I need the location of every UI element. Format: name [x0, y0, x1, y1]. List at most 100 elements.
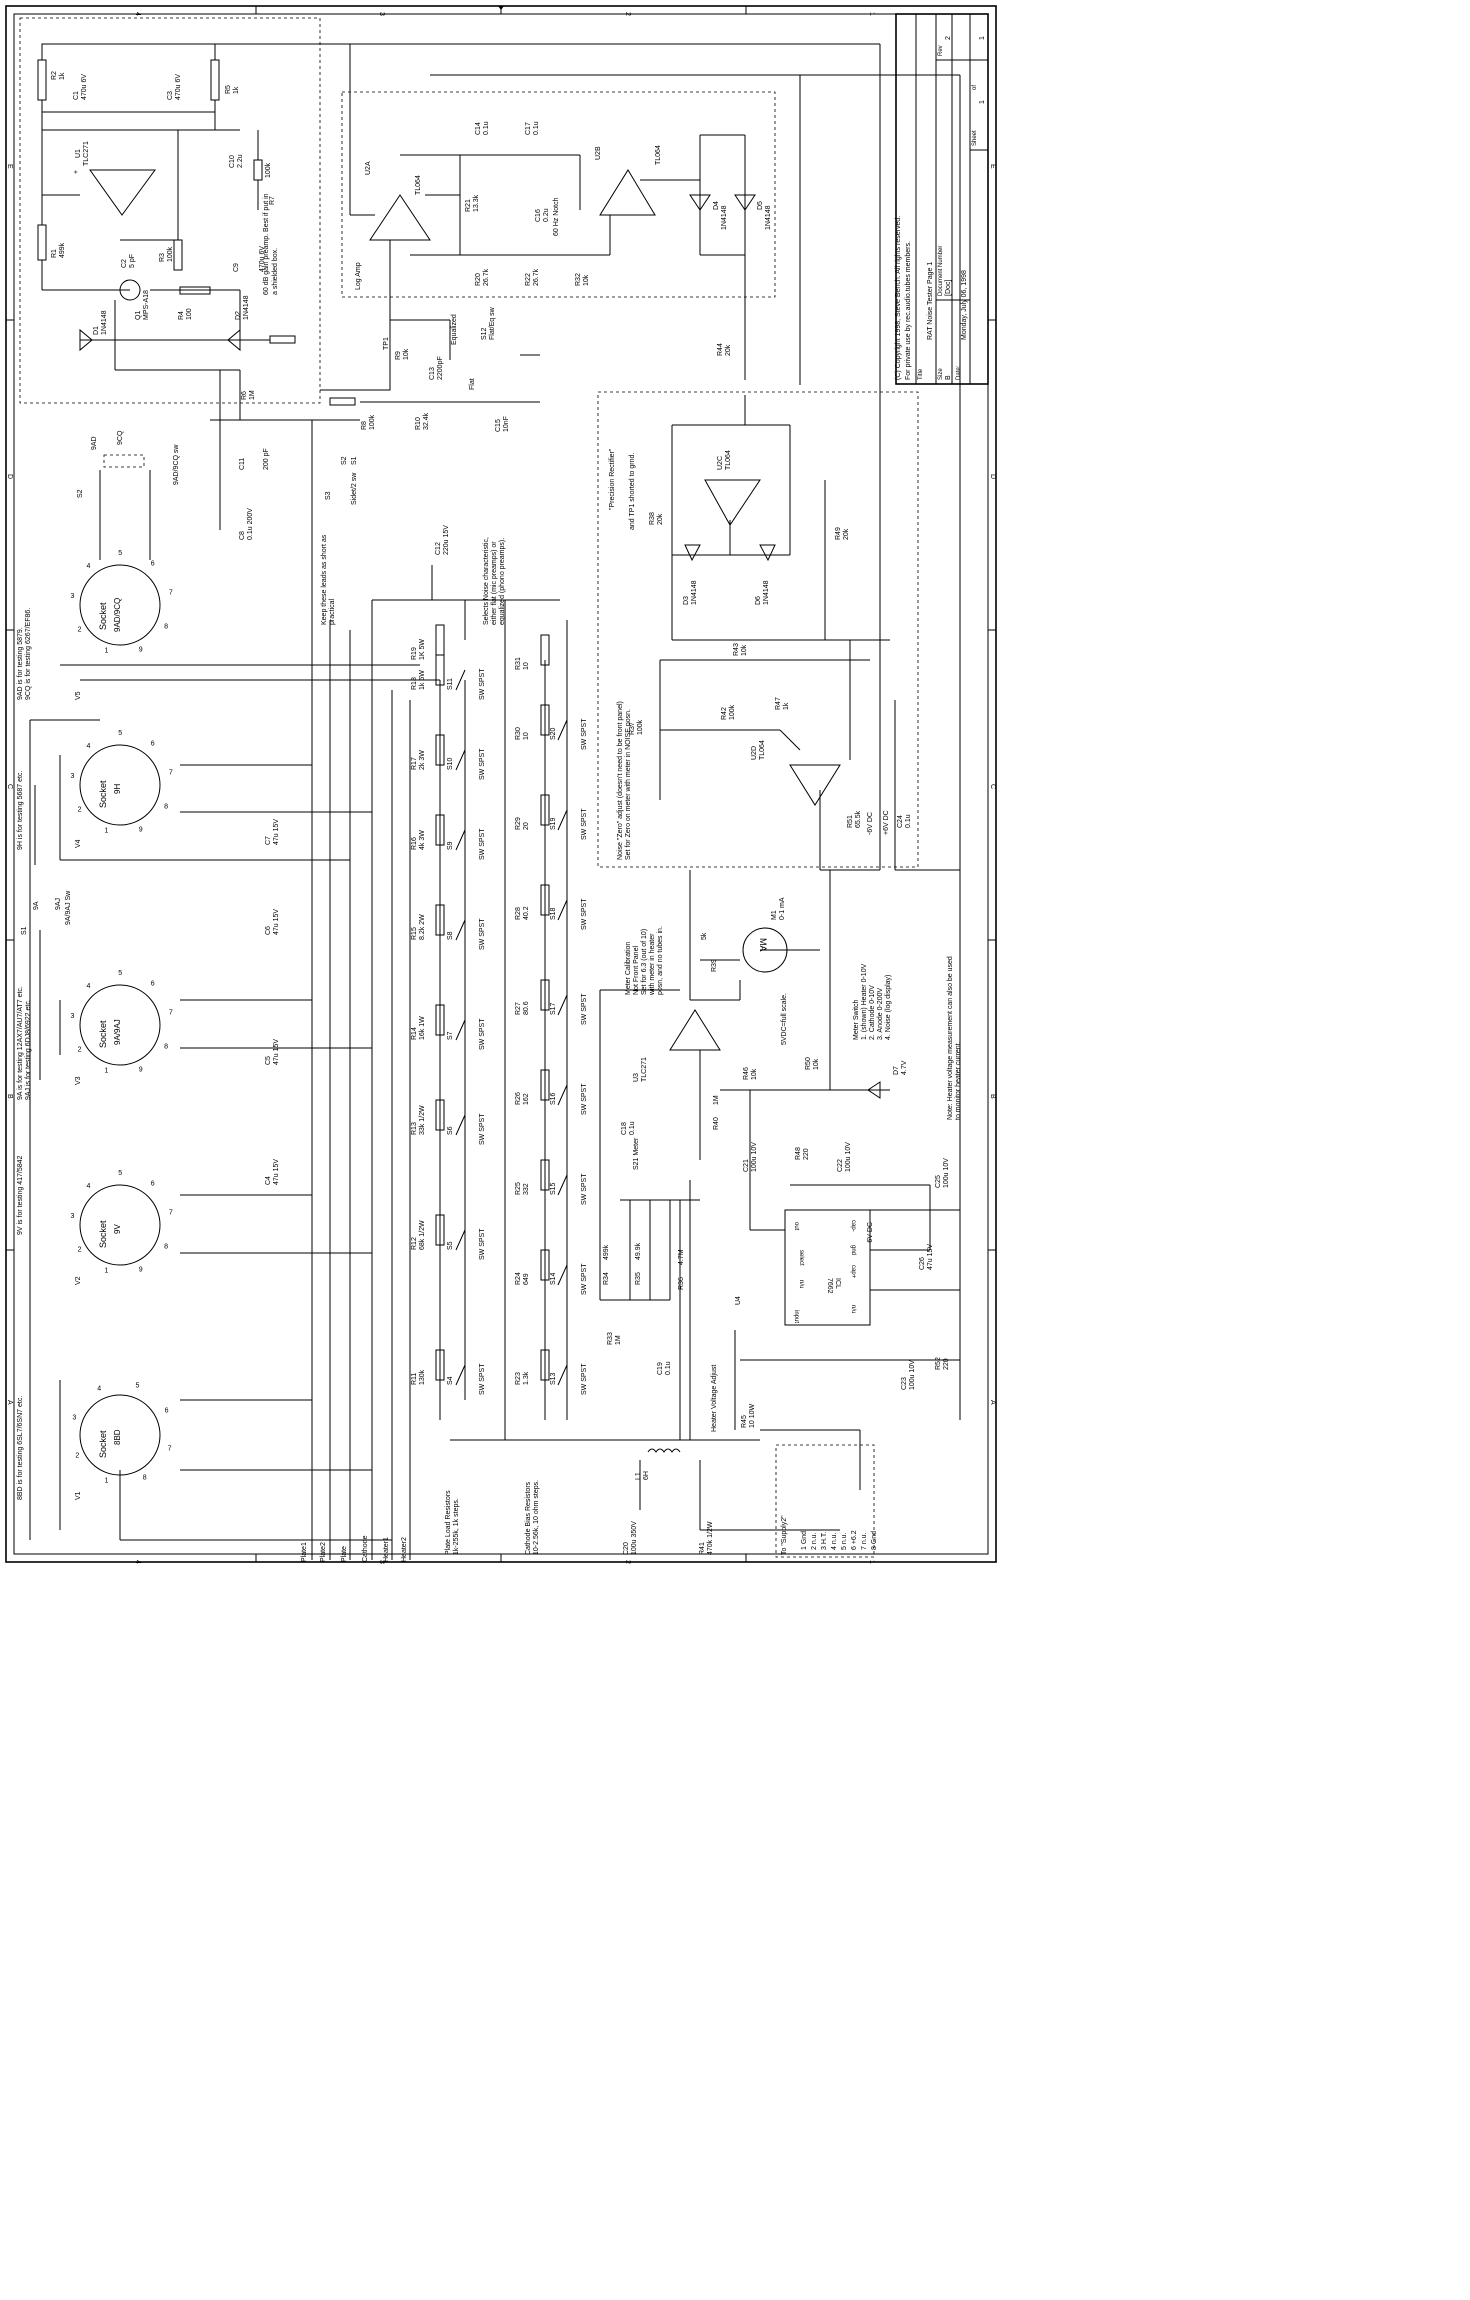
row-label-right: C — [989, 784, 996, 789]
u1-ref: U1 — [75, 149, 82, 158]
socket-note: 9AJ is for testing 6DJ8/6922 etc. — [25, 999, 32, 1100]
supply-connector-box — [775, 1444, 875, 1558]
socket-pin-number: 4 — [87, 1183, 91, 1190]
svg-text:R39: R39 — [711, 959, 718, 972]
svg-text:-6V DC: -6V DC — [867, 812, 874, 835]
resistor-value: 10 — [523, 662, 530, 670]
svg-text:equalized (phono preamps).: equalized (phono preamps). — [499, 538, 506, 625]
resistor-plate — [435, 1099, 445, 1131]
svg-text:499k: 499k — [603, 1244, 610, 1260]
svg-text:C23: C23 — [901, 1377, 908, 1390]
svg-text:1N4148: 1N4148 — [721, 205, 728, 230]
svg-text:0.1u: 0.1u — [629, 1121, 636, 1135]
resistor-value: 20 — [523, 822, 530, 830]
svg-text:2 n.u.: 2 n.u. — [811, 1532, 818, 1550]
socket-pin-number: 6 — [151, 1181, 155, 1188]
resistor-ref: R11 — [411, 1373, 418, 1385]
row-label-right: D — [989, 474, 996, 479]
svg-text:Selects Noise characteristic,: Selects Noise characteristic, — [483, 537, 490, 625]
neg6-label: -6V DC — [867, 1222, 874, 1245]
svg-text:2. Cathode 0-10V: 2. Cathode 0-10V — [869, 985, 876, 1040]
svg-text:1k: 1k — [59, 72, 66, 80]
doc-label: Document Number — [938, 246, 944, 296]
svg-text:0.1u 200V: 0.1u 200V — [247, 508, 254, 540]
svg-text:input: input — [793, 1310, 799, 1323]
svg-text:posn, and no tubes in.: posn, and no tubes in. — [657, 926, 664, 995]
resistor-value: 2k 3W — [419, 750, 426, 770]
meter-switch-title: Meter Switch — [853, 999, 860, 1040]
resistor-ref: R15 — [411, 927, 418, 940]
svg-text:0.2u: 0.2u — [543, 208, 550, 222]
switch-type: SW SPST — [479, 1113, 486, 1145]
s21-label: S21 Meter — [633, 1137, 640, 1170]
diode-d6 — [759, 544, 776, 562]
svg-text:C4: C4 — [265, 1176, 272, 1185]
of-label: of — [972, 85, 978, 90]
svg-text:5 pF: 5 pF — [129, 254, 136, 268]
svg-text:4 n.u.: 4 n.u. — [831, 1532, 838, 1550]
svg-text:0-1 mA: 0-1 mA — [779, 897, 786, 920]
svg-text:R44: R44 — [717, 343, 724, 356]
zone-label-top: 2 — [624, 12, 631, 16]
sheet-title: RAT Noise Tester Page 1 — [927, 262, 934, 340]
svg-text:+: + — [73, 170, 80, 174]
svg-text:S2: S2 — [77, 489, 84, 498]
svg-text:1k: 1k — [783, 702, 790, 710]
svg-text:R34: R34 — [603, 1272, 610, 1285]
preamp-label-2: a shielded box. — [272, 248, 279, 295]
svg-text:C5: C5 — [265, 1056, 272, 1065]
size-value: B — [945, 375, 952, 380]
switch-type: SW SPST — [479, 828, 486, 860]
pos6-label: +6V DC — [883, 810, 890, 835]
tube-socket-v1 — [79, 1394, 161, 1476]
svg-text:TL064: TL064 — [655, 145, 662, 165]
svg-text:R46: R46 — [743, 1067, 750, 1080]
resistor-r2 — [37, 59, 47, 101]
log-amp-section: Log Amp U2A TL064 U2B TL064 C14 0.1u C17… — [355, 121, 772, 290]
date-value: Monday, July 06, 1998 — [961, 270, 968, 340]
resistor-r1 — [37, 224, 47, 261]
svg-text:10k: 10k — [583, 274, 590, 286]
zone-label-bottom: 1 — [868, 1560, 875, 1564]
title-block: (C) Copyright 1998, Steve Bench. All rig… — [895, 13, 989, 385]
rectifier-label: "Precision Rectifier" — [609, 448, 616, 510]
sheet-total: 1 — [979, 36, 986, 40]
svg-text:220u 15V: 220u 15V — [443, 525, 450, 555]
keep-leads-note: Keep these leads as short as — [321, 534, 328, 625]
svg-text:220: 220 — [943, 1358, 950, 1370]
switch-type: SW SPST — [479, 748, 486, 780]
svg-text:Plate Load Resistors: Plate Load Resistors — [445, 1490, 452, 1555]
switch-type: SW SPST — [479, 1228, 486, 1260]
svg-text:1N4148: 1N4148 — [243, 295, 250, 320]
doc-number: [Doc] — [945, 280, 952, 296]
tube-socket-v4 — [79, 744, 161, 826]
resistor-cathode — [540, 1349, 550, 1381]
socket-pin-number: 1 — [105, 1068, 109, 1075]
resistor-plate — [435, 814, 445, 846]
resistor-plate — [435, 904, 445, 936]
q1-ref: Q1 — [135, 311, 142, 320]
svg-text:TL064: TL064 — [725, 450, 732, 470]
svg-text:Socket: Socket — [98, 780, 108, 808]
svg-text:C16: C16 — [535, 209, 542, 222]
svg-text:V2: V2 — [75, 1276, 82, 1285]
svg-text:cap-: cap- — [850, 1220, 856, 1232]
schematic-sheet: 4 3 2 1 4 3 2 1 E D C B A E D C B A (C) … — [5, 5, 997, 1564]
switch-ref: S7 — [447, 1031, 454, 1040]
sheet-border: 4 3 2 1 4 3 2 1 E D C B A E D C B A — [5, 5, 997, 1564]
socket-pin-number: 7 — [168, 1446, 172, 1453]
svg-text:R37: R37 — [629, 722, 636, 735]
svg-text:D1: D1 — [93, 326, 100, 335]
svg-text:20k: 20k — [657, 513, 664, 525]
svg-text:10k: 10k — [751, 1068, 758, 1080]
svg-text:47u 15V: 47u 15V — [273, 909, 280, 935]
row-label-left: A — [6, 1400, 13, 1405]
resistor-cathode — [540, 979, 550, 1011]
row-label-left: E — [6, 164, 13, 169]
svg-text:470u 6V: 470u 6V — [81, 74, 88, 100]
switch-contact — [455, 1364, 466, 1386]
socket-pin-number: 9 — [139, 1066, 143, 1073]
resistor-ref: R14 — [411, 1027, 418, 1040]
svg-text:gnd: gnd — [850, 1245, 856, 1255]
